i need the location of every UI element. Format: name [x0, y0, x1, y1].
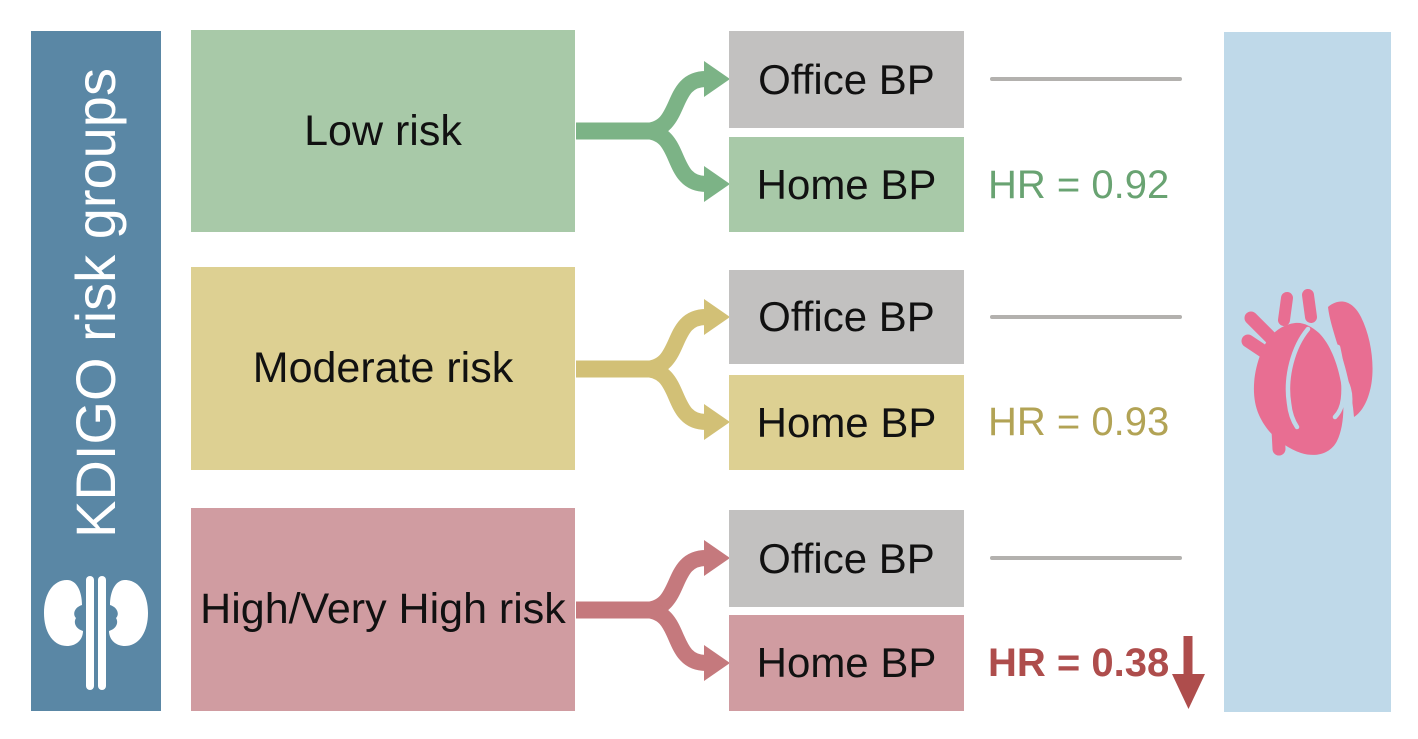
hr-value-low: HR = 0.92: [988, 163, 1170, 207]
arrowhead-icon: [704, 299, 730, 335]
kidneys-icon: [44, 576, 148, 690]
down-arrow-icon: [1172, 636, 1205, 709]
low-risk-fork-arrow: [576, 61, 730, 202]
coronary-vessel-line: [1340, 374, 1353, 406]
cardiovascular-outcome-bar: [1224, 32, 1391, 712]
office-bp-box-moderate: Office BP: [729, 270, 964, 364]
office-bp-box-low: Office BP: [729, 31, 964, 128]
coronary-vessel-line: [1332, 344, 1346, 420]
reference-line: [990, 315, 1182, 319]
risk-group-box-low: Low risk: [191, 30, 575, 232]
risk-group-box-high: High/Very High risk: [191, 508, 575, 711]
arrowhead-icon: [704, 404, 730, 440]
home-bp-box-moderate: Home BP: [729, 375, 964, 470]
reference-line: [990, 77, 1182, 81]
arrowhead-icon: [704, 61, 730, 97]
arrowhead-icon: [704, 540, 730, 576]
hr-value-moderate: HR = 0.93: [988, 400, 1170, 444]
kdigo-risk-groups-bar: KDIGO risk groups: [31, 31, 161, 711]
home-bp-box-low: Home BP: [729, 137, 964, 232]
home-bp-box-high: Home BP: [729, 615, 964, 711]
arrowhead-icon: [704, 166, 730, 202]
arrowhead-icon: [704, 645, 730, 681]
office-bp-box-high: Office BP: [729, 510, 964, 607]
moderate-risk-fork-arrow: [576, 299, 730, 440]
hr-value-high: HR = 0.38: [988, 641, 1170, 685]
coronary-vessel-line: [1285, 326, 1311, 430]
risk-group-box-moderate: Moderate risk: [191, 267, 575, 470]
reference-line: [990, 556, 1182, 560]
heart-icon: [1241, 289, 1373, 456]
high-risk-fork-arrow: [576, 540, 730, 681]
